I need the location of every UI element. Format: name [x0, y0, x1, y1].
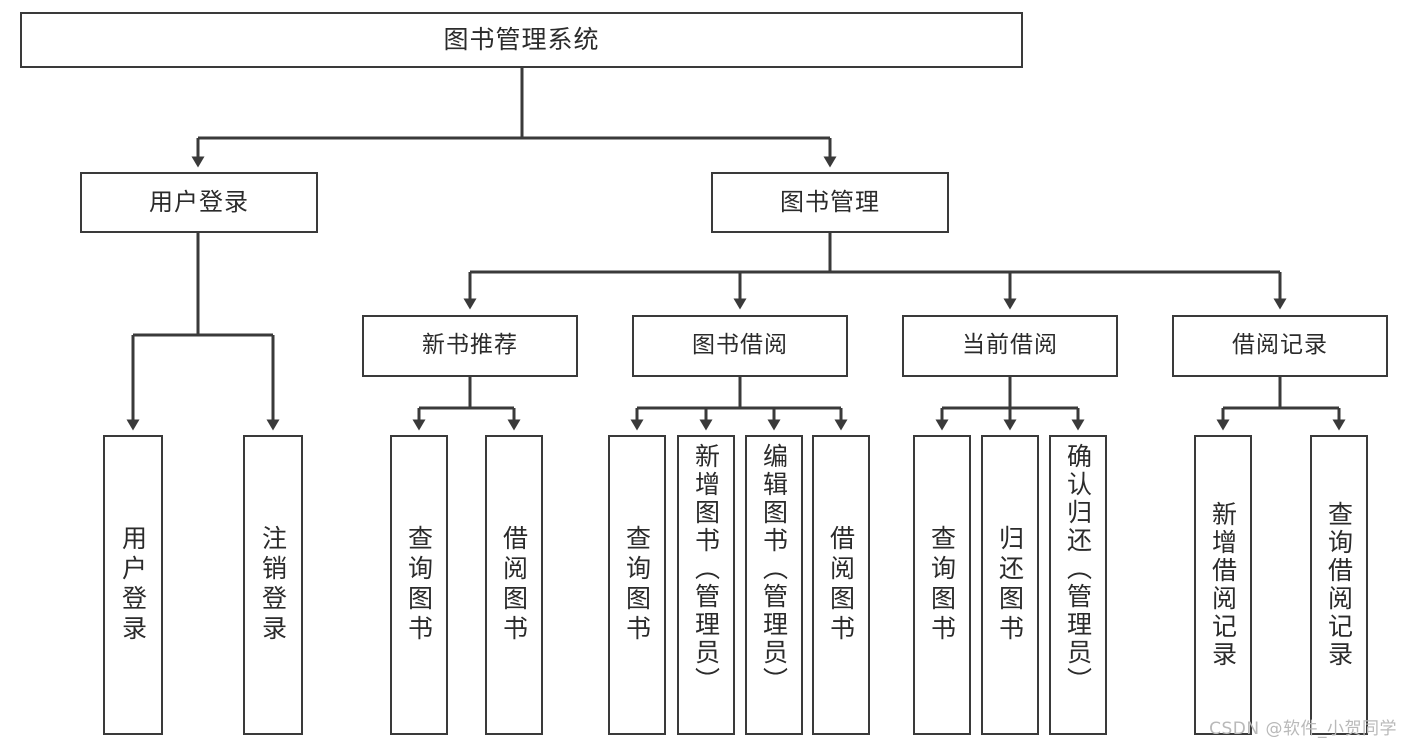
node-book-manage[interactable]: 图书管理 — [711, 172, 949, 233]
node-label: 查询借阅记录 — [1324, 501, 1354, 669]
node-label: 新增借阅记录 — [1208, 501, 1238, 669]
node-label: 图书借阅 — [692, 332, 788, 359]
node-label: 当前借阅 — [962, 332, 1058, 359]
node-leaf-currentborrow-confirm[interactable]: 确认归还（管理员） — [1049, 435, 1107, 735]
node-borrow-record[interactable]: 借阅记录 — [1172, 315, 1388, 377]
node-label: 图书管理 — [780, 188, 880, 217]
node-label: 编辑图书（管理员） — [759, 443, 789, 695]
node-leaf-bookborrow-query[interactable]: 查询图书 — [608, 435, 666, 735]
node-book-borrow[interactable]: 图书借阅 — [632, 315, 848, 377]
node-label: 用户登录 — [149, 188, 249, 217]
node-leaf-user-login-signout[interactable]: 注销登录 — [243, 435, 303, 735]
node-leaf-currentborrow-return[interactable]: 归还图书 — [981, 435, 1039, 735]
node-user-login[interactable]: 用户登录 — [80, 172, 318, 233]
node-leaf-newbook-query[interactable]: 查询图书 — [390, 435, 448, 735]
node-leaf-newbook-borrow[interactable]: 借阅图书 — [485, 435, 543, 735]
node-label: 查询图书 — [927, 525, 957, 645]
node-leaf-bookborrow-add[interactable]: 新增图书（管理员） — [677, 435, 735, 735]
node-label: 注销登录 — [258, 525, 288, 645]
node-label: 用户登录 — [118, 525, 148, 645]
node-leaf-bookborrow-edit[interactable]: 编辑图书（管理员） — [745, 435, 803, 735]
node-current-borrow[interactable]: 当前借阅 — [902, 315, 1118, 377]
node-label: 新增图书（管理员） — [691, 443, 721, 695]
node-label: 借阅记录 — [1232, 332, 1328, 359]
node-root-system[interactable]: 图书管理系统 — [20, 12, 1023, 68]
node-leaf-borrowrecord-query[interactable]: 查询借阅记录 — [1310, 435, 1368, 735]
watermark: CSDN @软件_小贺同学 — [1209, 719, 1397, 739]
node-label: 借阅图书 — [826, 525, 856, 645]
node-label: 查询图书 — [622, 525, 652, 645]
node-label: 确认归还（管理员） — [1063, 443, 1093, 695]
node-label: 归还图书 — [995, 525, 1025, 645]
node-leaf-user-login-signin[interactable]: 用户登录 — [103, 435, 163, 735]
node-new-book-recommend[interactable]: 新书推荐 — [362, 315, 578, 377]
node-label: 图书管理系统 — [443, 25, 600, 54]
node-label: 新书推荐 — [422, 332, 518, 359]
node-label: 借阅图书 — [499, 525, 529, 645]
node-leaf-bookborrow-borrow[interactable]: 借阅图书 — [812, 435, 870, 735]
node-label: 查询图书 — [404, 525, 434, 645]
node-leaf-currentborrow-query[interactable]: 查询图书 — [913, 435, 971, 735]
node-leaf-borrowrecord-add[interactable]: 新增借阅记录 — [1194, 435, 1252, 735]
